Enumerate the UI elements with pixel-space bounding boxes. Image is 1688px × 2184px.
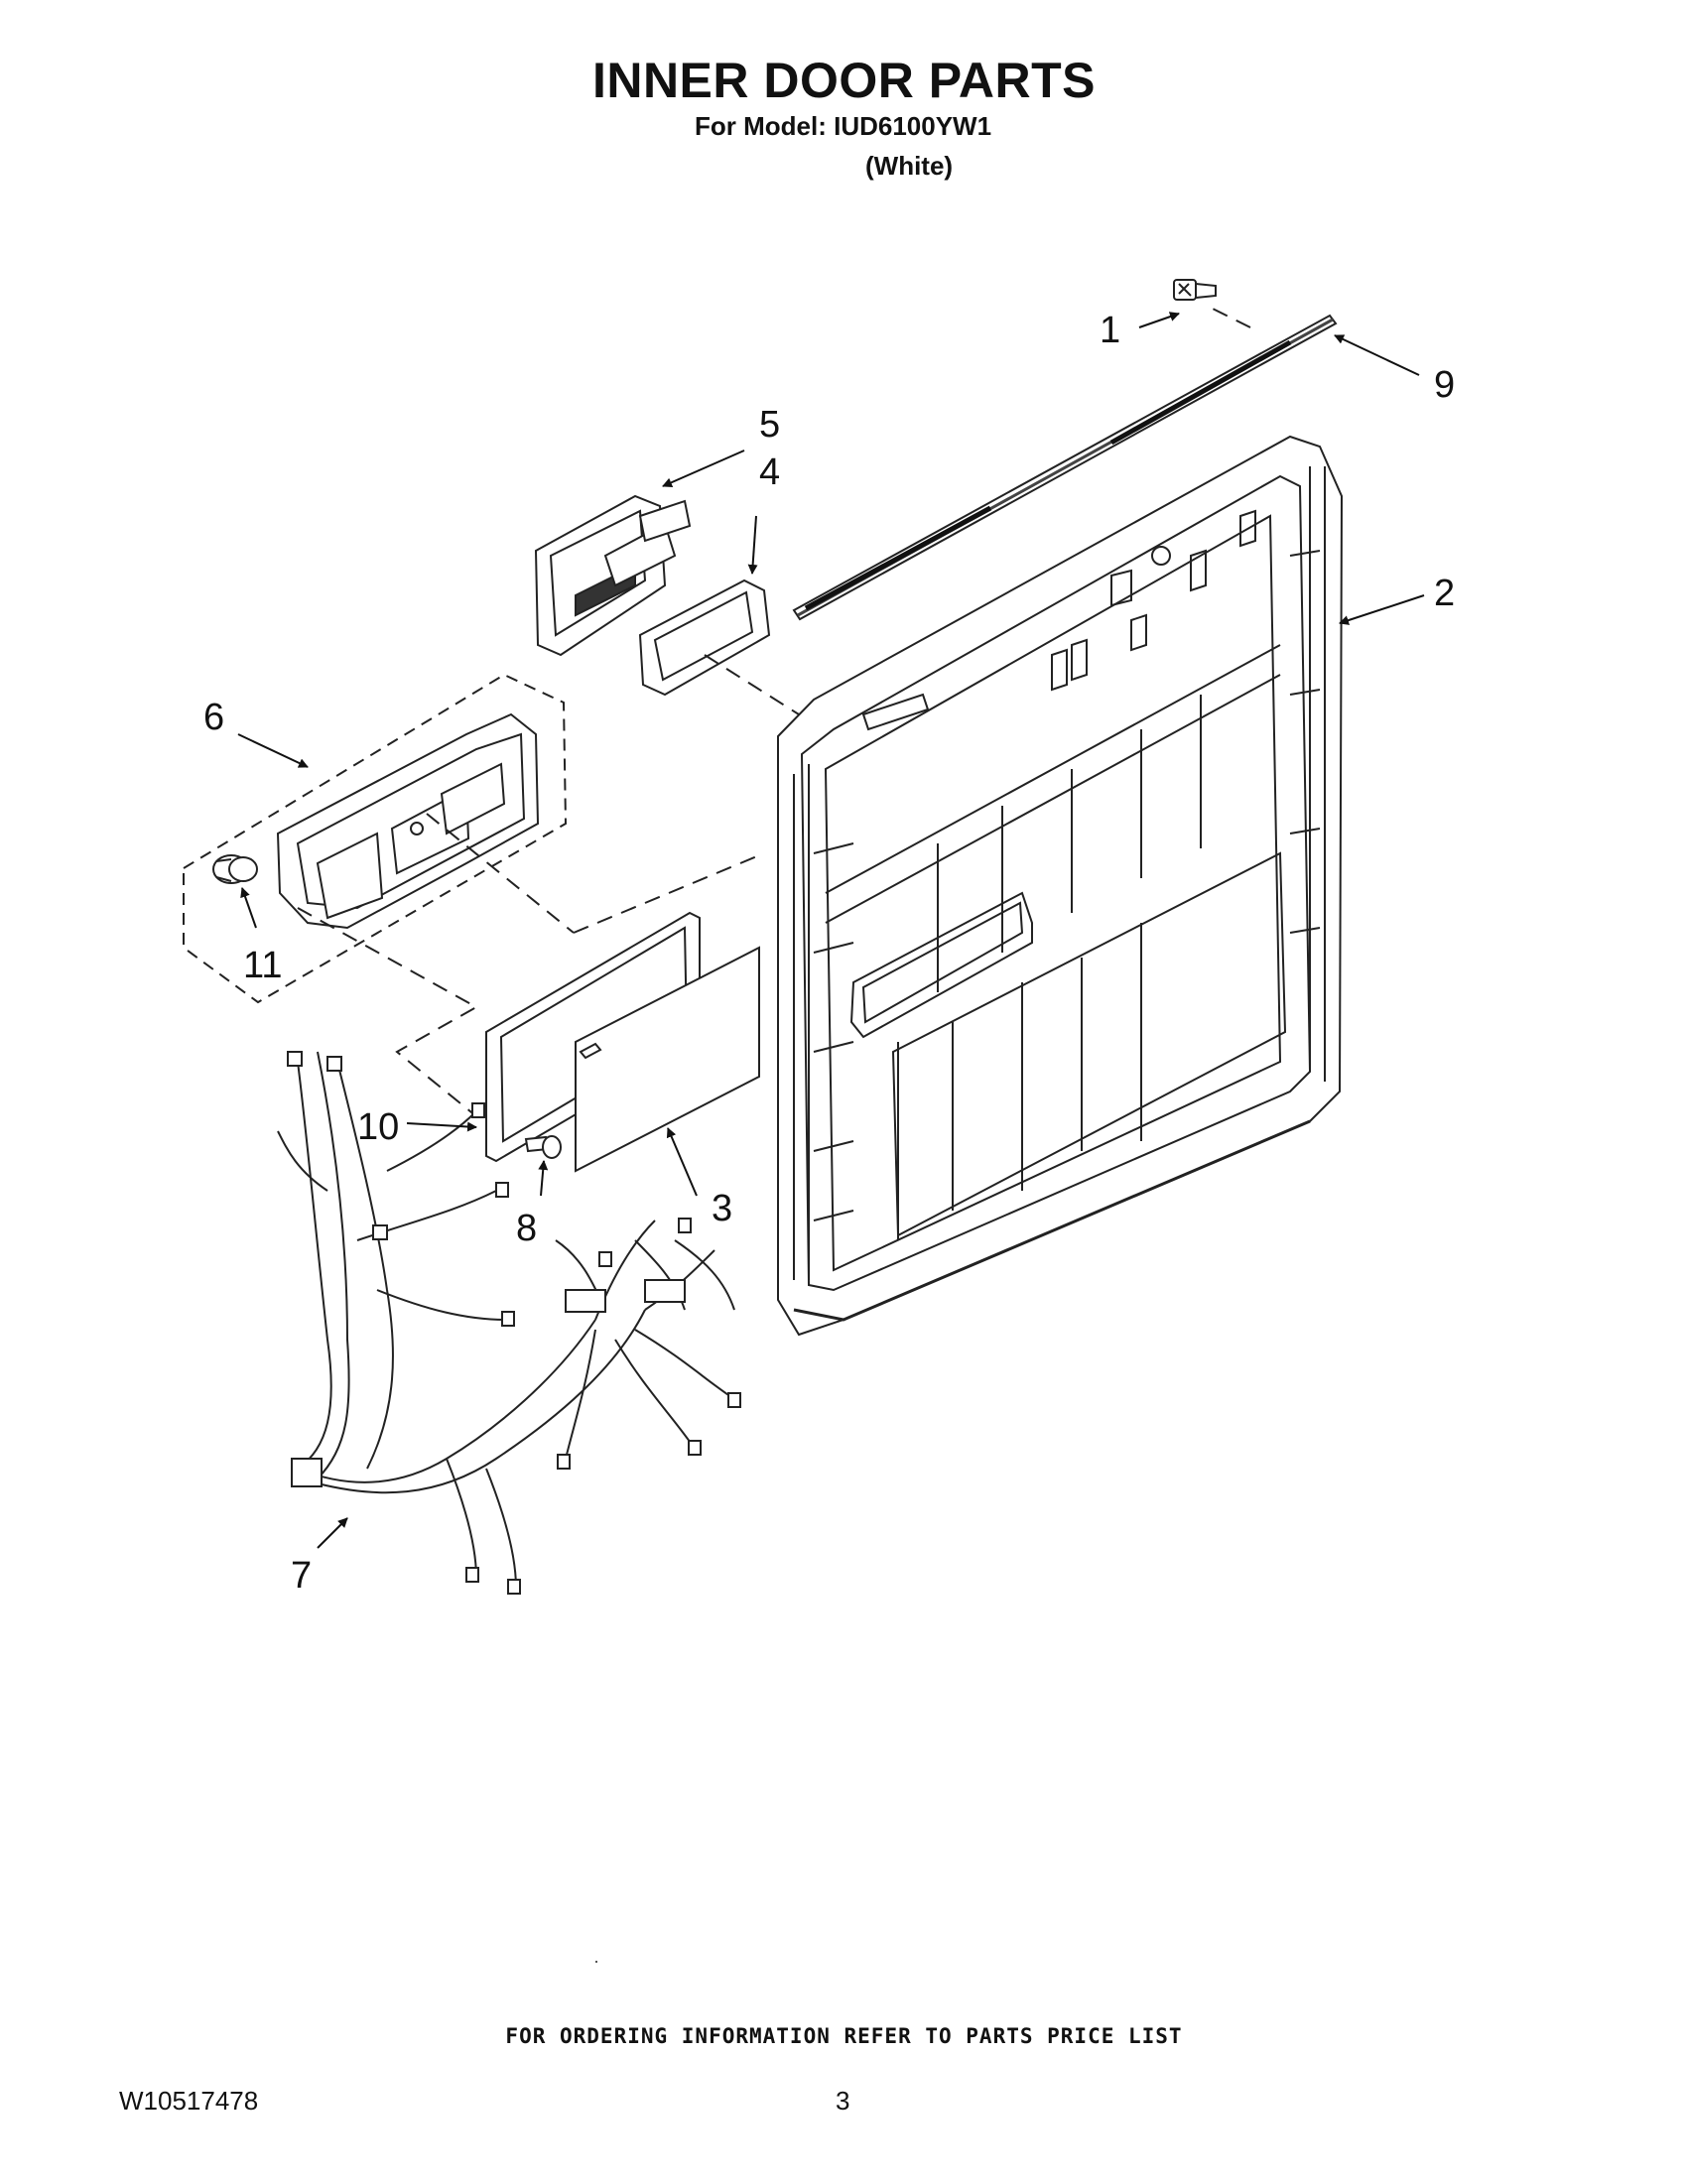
callout-arrows — [237, 312, 1425, 1549]
inner-door-panel — [777, 435, 1344, 1337]
model-line: For Model: IUD6100YW1 — [695, 111, 992, 141]
callout-1: 1 — [1100, 310, 1120, 351]
callout-5: 5 — [759, 404, 780, 446]
color-line: (White) — [865, 151, 954, 181]
screw-part-8 — [524, 1135, 562, 1159]
callout-7: 7 — [291, 1555, 312, 1597]
knob-part-11 — [212, 854, 258, 884]
callout-11: 11 — [243, 945, 282, 986]
board-shield-part-3 — [575, 946, 760, 1173]
ordering-note: FOR ORDERING INFORMATION REFER TO PARTS … — [505, 2024, 1183, 2048]
callout-8: 8 — [516, 1208, 537, 1249]
callout-10: 10 — [357, 1106, 399, 1148]
callout-4: 4 — [759, 451, 780, 493]
dispenser-assembly-part-6 — [276, 712, 540, 930]
dispenser-dashed-outline — [183, 673, 568, 1004]
callout-2: 2 — [1434, 573, 1455, 614]
callout-9: 9 — [1434, 364, 1455, 406]
dispenser-cover-part-5 — [534, 494, 692, 657]
stray-mark — [595, 1961, 597, 1963]
wire-harness-part-7 — [277, 1051, 741, 1595]
callout-6: 6 — [203, 697, 224, 738]
gasket-part-4 — [638, 578, 771, 697]
page-number: 3 — [836, 2086, 850, 2116]
screw-part-1 — [1173, 279, 1217, 301]
page-title: INNER DOOR PARTS — [591, 53, 1097, 108]
assembly-leader-lines — [297, 307, 1251, 1117]
door-trim-strip — [792, 314, 1338, 621]
document-number: W10517478 — [119, 2086, 259, 2116]
callout-3: 3 — [712, 1188, 732, 1229]
